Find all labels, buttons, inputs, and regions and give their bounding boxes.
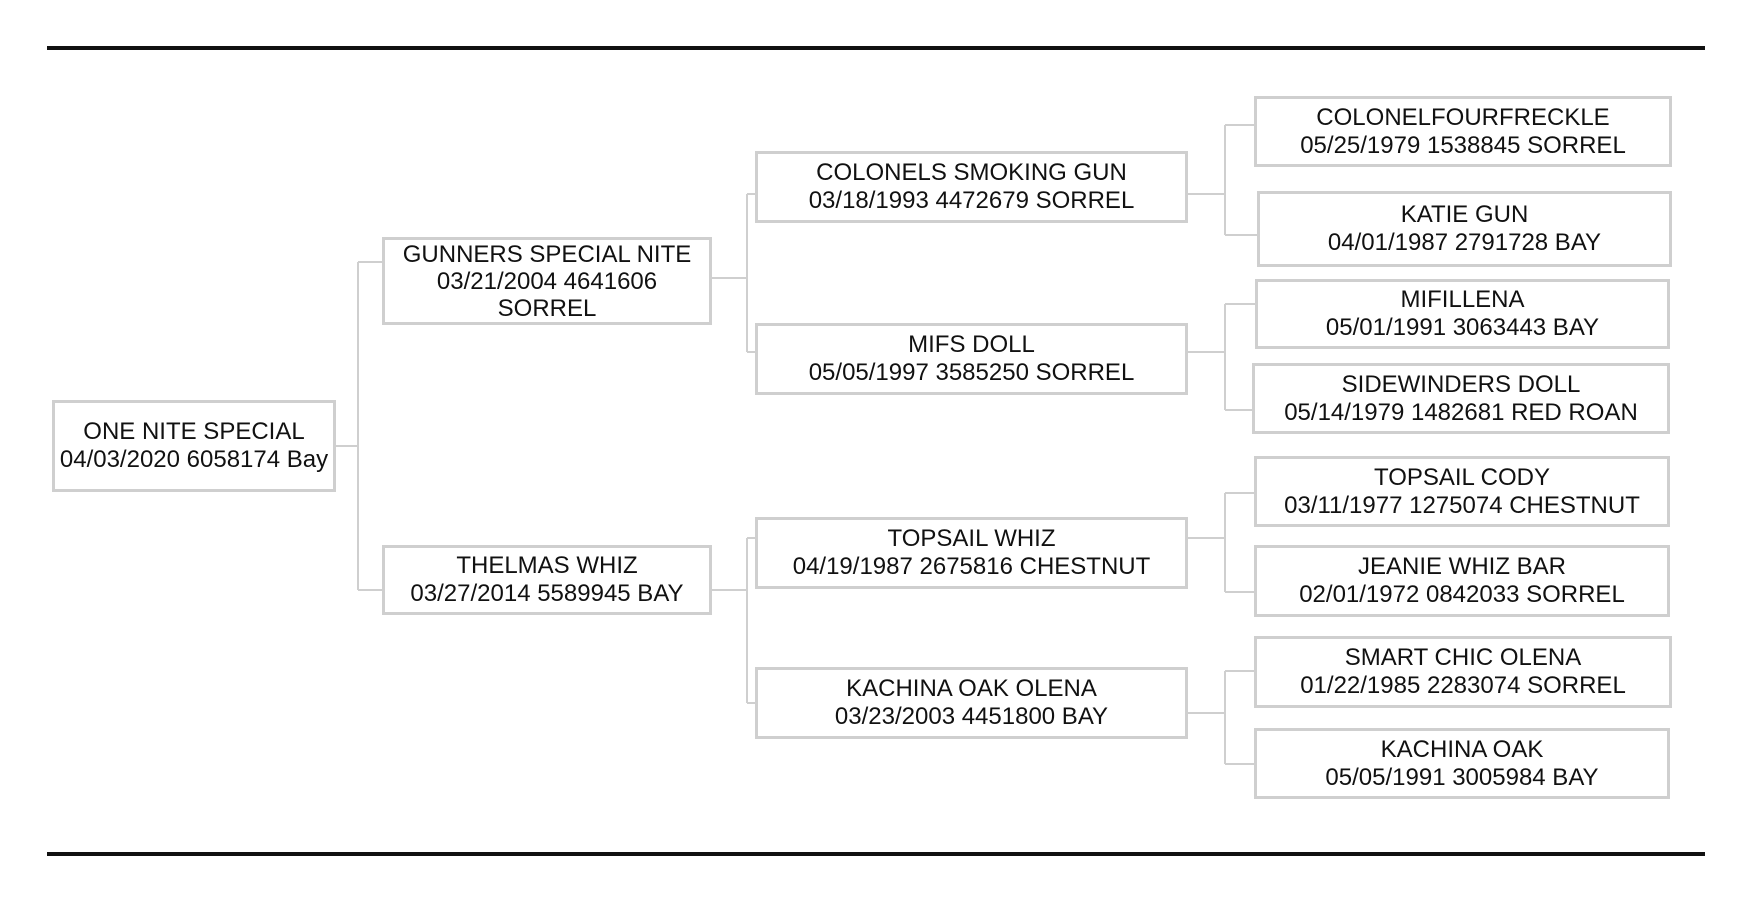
horse-info: 03/23/2003 4451800 BAY — [834, 703, 1109, 730]
horse-info: 03/18/1993 4472679 SORREL — [808, 187, 1135, 214]
horse-name: JEANIE WHIZ BAR — [1357, 553, 1567, 580]
horse-name: KACHINA OAK OLENA — [846, 675, 1097, 702]
connector-dam — [712, 537, 755, 704]
horse-dam-sire-sire: TOPSAIL CODY 03/11/1977 1275074 CHESTNUT — [1254, 456, 1670, 527]
horse-name: COLONELS SMOKING GUN — [816, 159, 1127, 186]
horse-info: 04/03/2020 6058174 Bay — [59, 446, 329, 473]
top-rule — [47, 46, 1705, 50]
connector-dam-sire — [1188, 492, 1254, 593]
horse-info: 01/22/1985 2283074 SORREL — [1300, 672, 1626, 699]
horse-name: COLONELFOURFRECKLE — [1316, 103, 1610, 131]
horse-name: TOPSAIL WHIZ — [887, 525, 1056, 552]
horse-dam-sire-dam: JEANIE WHIZ BAR 02/01/1972 0842033 SORRE… — [1254, 545, 1670, 617]
horse-info: 05/05/1991 3005984 BAY — [1325, 763, 1599, 791]
bottom-rule — [47, 852, 1705, 856]
horse-sire-dam-sire: MIFILLENA 05/01/1991 3063443 BAY — [1255, 279, 1670, 349]
horse-info: 04/01/1987 2791728 BAY — [1327, 229, 1602, 256]
connector-sire-dam — [1188, 303, 1255, 411]
horse-info: 05/05/1997 3585250 SORREL — [808, 359, 1135, 386]
horse-info: 03/27/2014 5589945 BAY — [410, 580, 684, 607]
horse-info: 02/01/1972 0842033 SORREL — [1299, 581, 1625, 608]
horse-name: KACHINA OAK — [1380, 735, 1544, 763]
horse-sire-dam-dam: SIDEWINDERS DOLL 05/14/1979 1482681 RED … — [1252, 363, 1670, 434]
horse-name: KATIE GUN — [1400, 201, 1529, 228]
horse-dam-dam-sire: SMART CHIC OLENA 01/22/1985 2283074 SORR… — [1254, 636, 1672, 708]
horse-sire-sire: COLONELS SMOKING GUN 03/18/1993 4472679 … — [755, 151, 1188, 223]
horse-info: 03/11/1977 1275074 CHESTNUT — [1284, 491, 1640, 519]
horse-dam-dam: KACHINA OAK OLENA 03/23/2003 4451800 BAY — [755, 667, 1188, 739]
horse-name: ONE NITE SPECIAL — [83, 418, 305, 445]
horse-name: MIFS DOLL — [908, 331, 1035, 358]
horse-name: THELMAS WHIZ — [456, 552, 638, 579]
connector-sire — [712, 193, 755, 353]
connector-dam-dam — [1188, 670, 1254, 765]
horse-sire-dam: MIFS DOLL 05/05/1997 3585250 SORREL — [755, 323, 1188, 395]
horse-info: 05/25/1979 1538845 SORREL — [1300, 131, 1626, 159]
horse-sire-sire-dam: KATIE GUN 04/01/1987 2791728 BAY — [1257, 191, 1672, 267]
horse-name: MIFILLENA — [1400, 286, 1525, 313]
horse-name: GUNNERS SPECIAL NITE — [402, 240, 692, 268]
horse-dam: THELMAS WHIZ 03/27/2014 5589945 BAY — [382, 545, 712, 615]
horse-name: TOPSAIL CODY — [1373, 463, 1551, 491]
horse-name: SIDEWINDERS DOLL — [1341, 370, 1581, 398]
horse-sire: GUNNERS SPECIAL NITE 03/21/2004 4641606 … — [382, 237, 712, 325]
horse-info: 03/21/2004 4641606 SORREL — [436, 267, 658, 322]
connector-sire-sire — [1188, 124, 1257, 236]
horse-info: 05/01/1991 3063443 BAY — [1325, 314, 1600, 341]
horse-dam-dam-dam: KACHINA OAK 05/05/1991 3005984 BAY — [1254, 728, 1670, 799]
horse-name: SMART CHIC OLENA — [1344, 644, 1582, 671]
horse-dam-sire: TOPSAIL WHIZ 04/19/1987 2675816 CHESTNUT — [755, 517, 1188, 589]
horse-subject: ONE NITE SPECIAL 04/03/2020 6058174 Bay — [52, 400, 336, 492]
connector-subject — [336, 261, 382, 591]
horse-sire-sire-sire: COLONELFOURFRECKLE 05/25/1979 1538845 SO… — [1254, 96, 1672, 167]
horse-info: 04/19/1987 2675816 CHESTNUT — [792, 553, 1151, 580]
horse-info: 05/14/1979 1482681 RED ROAN — [1284, 398, 1638, 426]
